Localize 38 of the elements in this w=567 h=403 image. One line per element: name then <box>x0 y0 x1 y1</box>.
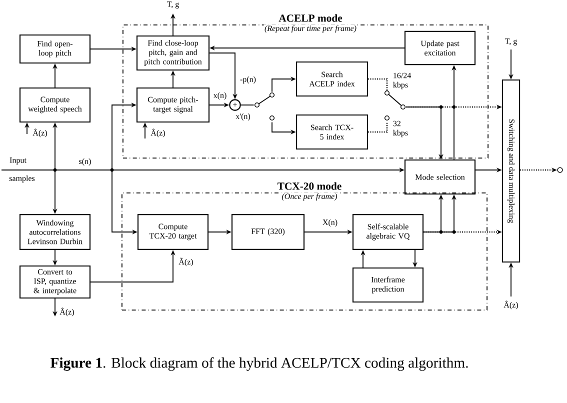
process-box: Find open-loop pitch <box>19 34 91 64</box>
process-box: Windowing autocorrelations Levinson Durbin <box>19 214 91 250</box>
edge-label: Â(z) <box>150 128 165 138</box>
process-box: Search ACELP index <box>296 61 368 97</box>
process-box: FFT (320) <box>231 214 305 250</box>
process-box: Convert to ISP, quantize & interpolate <box>19 265 91 299</box>
edge-label: -p(n) <box>240 76 256 84</box>
node-label: TCX-20 mode <box>278 182 342 190</box>
arrow <box>368 78 388 92</box>
process-box: Self-scalable algebraic VQ <box>352 214 424 250</box>
node-label: ACELP mode <box>278 14 342 22</box>
edge-label: T, g <box>167 2 179 8</box>
input-label: Input samples <box>9 158 35 183</box>
process-box: Find close-loop pitch, gain and pitch contribution <box>136 35 210 71</box>
edge-label: s(n) <box>79 158 91 166</box>
edge-label: X(n) <box>322 219 338 227</box>
edge-label: Ã(z) <box>178 258 193 266</box>
arrow <box>368 122 388 133</box>
process-box: Update past excitation <box>404 30 476 66</box>
edge-label: x(n) <box>213 92 226 100</box>
process-box: Search TCX-5 index <box>296 114 368 150</box>
edge-label: Â(z) <box>32 128 47 138</box>
process-box: Compute TCX-20 target <box>137 214 209 250</box>
edge-label: 16/24 kbps <box>393 72 412 90</box>
edge-label: Â(z) <box>504 300 518 310</box>
caption: Figure 1. Block diagram of the hybrid ACELP/TCX coding algorithm. <box>50 357 468 371</box>
switch-drawing <box>384 90 406 121</box>
edge-label: T, g <box>505 38 517 46</box>
process-box: Compute weighted speech <box>19 87 91 123</box>
multiplexer-box: Switching and data multiplexing <box>502 79 520 263</box>
summing-junction: + <box>229 99 241 111</box>
switch-drawing <box>254 92 275 121</box>
edge-label: Â(z) <box>60 308 74 316</box>
process-box: Mode selection <box>404 159 476 195</box>
edge-label: 32 kbps <box>393 120 408 138</box>
edge-label: x'(n) <box>236 113 250 121</box>
process-box: Interframe prediction <box>352 267 424 303</box>
process-box: Compute pitch-target signal <box>136 87 210 123</box>
